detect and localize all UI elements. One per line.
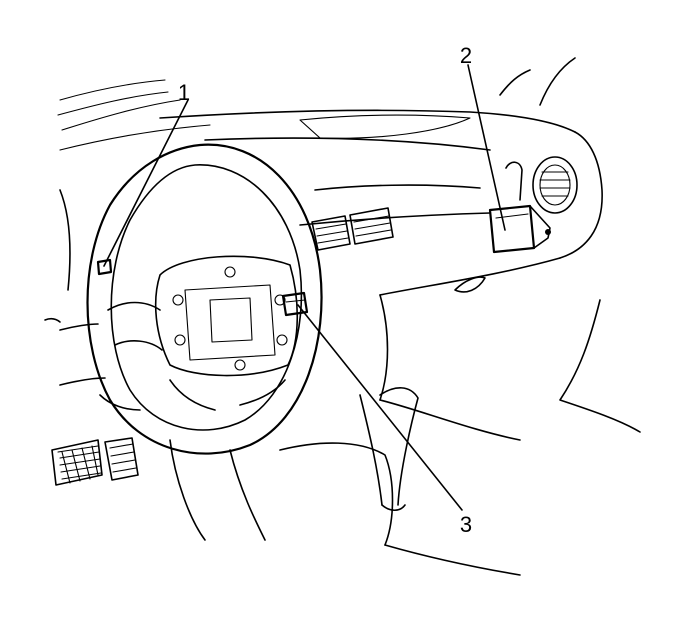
instrument-panel-left [44, 189, 141, 411]
windshield-lines [57, 79, 211, 151]
callout-3: 3 [460, 512, 472, 537]
callout-1: 1 [178, 80, 190, 105]
callout-2: 2 [460, 43, 472, 68]
center-console [279, 387, 521, 576]
glovebox-handle [454, 276, 486, 293]
leader-lines [103, 64, 506, 511]
component-2-module [488, 161, 551, 254]
component-3-switch [281, 291, 309, 317]
dashboard-outline [59, 57, 641, 441]
pedals [51, 437, 139, 486]
right-air-vent [532, 156, 578, 214]
steering-column [169, 439, 266, 541]
center-air-vents [311, 207, 394, 251]
component-1-sensor [96, 258, 113, 276]
steering-hub [154, 255, 299, 377]
